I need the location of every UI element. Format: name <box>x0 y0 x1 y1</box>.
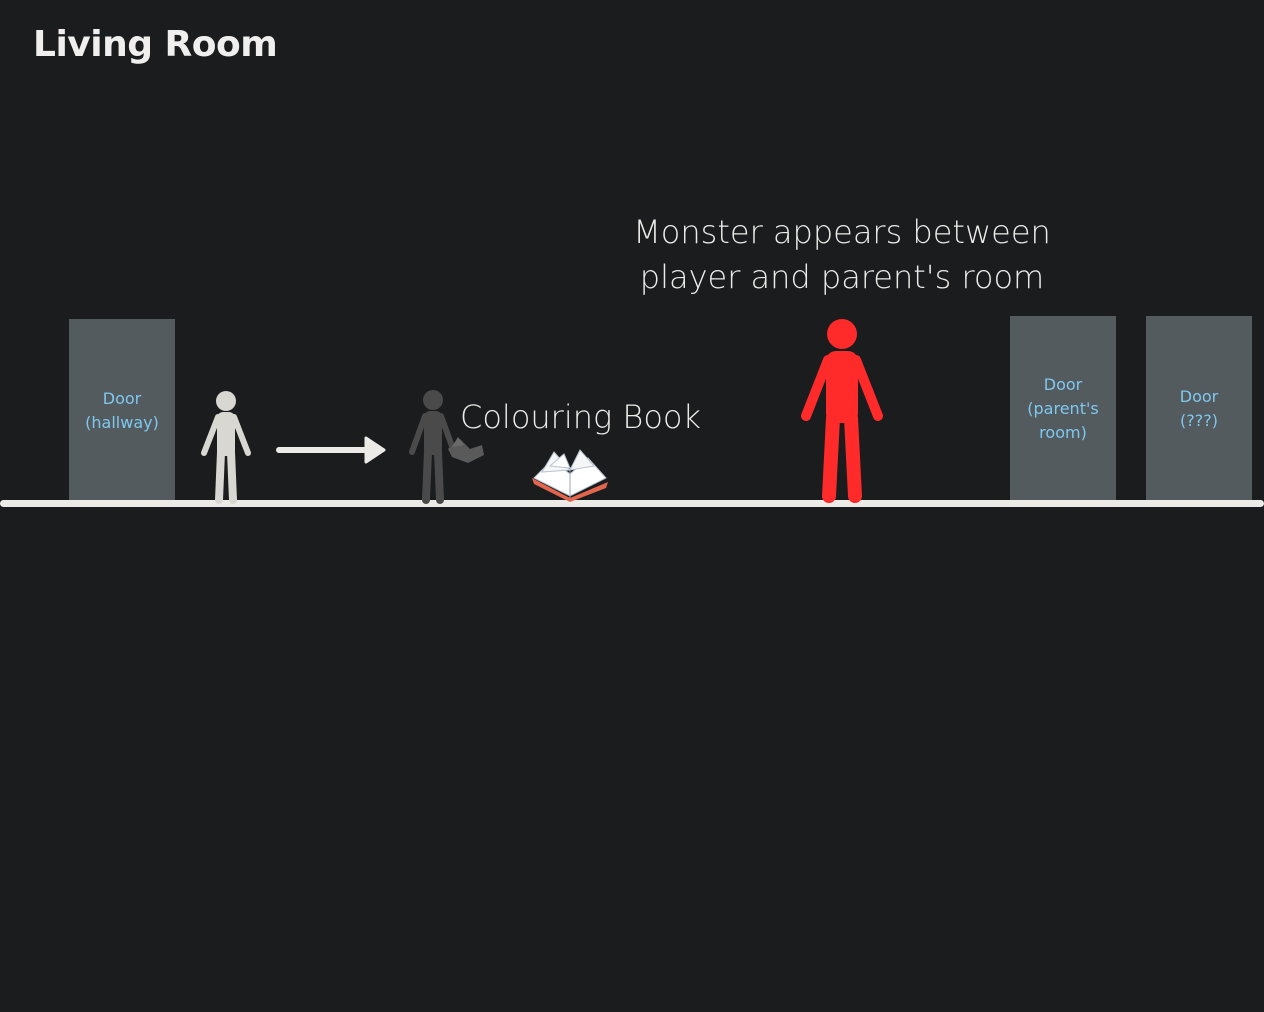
monster-figure-icon <box>801 319 883 503</box>
monster-note: Monster appears between player and paren… <box>633 213 1051 296</box>
colouring-book-label: Colouring Book <box>460 398 702 436</box>
open-book-icon <box>532 449 608 502</box>
arrow-right-icon <box>276 436 386 464</box>
door-hallway: Door (hallway) <box>69 319 175 502</box>
ghost-player-icon <box>409 390 484 504</box>
player-figure-icon <box>201 391 251 504</box>
door-unknown: Door (???) <box>1146 316 1252 502</box>
door-parents-room: Door (parent's room) <box>1010 316 1116 502</box>
floor-line <box>0 500 1264 507</box>
page-title: Living Room <box>33 24 278 65</box>
